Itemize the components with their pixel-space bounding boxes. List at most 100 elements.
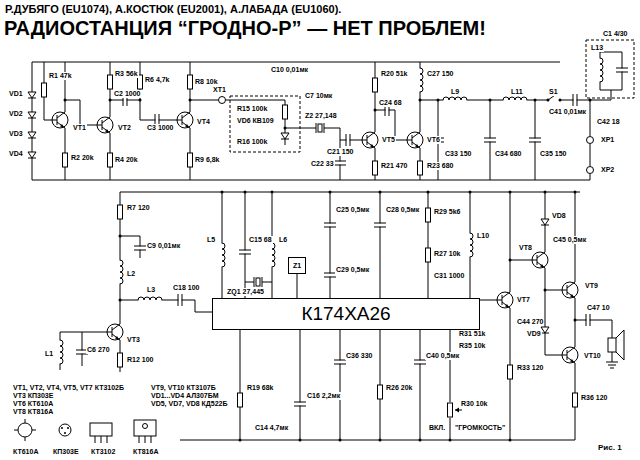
transistor-lead [567, 357, 575, 363]
wire [545, 340, 558, 355]
crystal-symbol [254, 277, 262, 287]
part-label: КТ816А [132, 448, 159, 456]
wire [120, 236, 140, 258]
wire [575, 320, 612, 338]
capacitor-symbol [586, 314, 590, 326]
emitter-arrow [540, 264, 544, 268]
resistor-symbol [42, 83, 47, 97]
wiper-arrow [455, 408, 459, 413]
part-label: VD1...VD4 АЛ307БМ [150, 392, 220, 400]
transistor-lead [103, 332, 112, 333]
capacitor-plate [616, 68, 628, 69]
part-label: C40 0,5мк [425, 352, 460, 360]
wire [120, 192, 580, 193]
capacitor-plate [350, 134, 351, 146]
junction-dot [379, 191, 382, 194]
capacitor-gap [338, 162, 342, 165]
capacitor-symbol [374, 223, 386, 227]
capacitor-symbol [178, 294, 182, 306]
diode-body [28, 92, 36, 98]
part-label: C15 68 [248, 236, 273, 244]
junction-dot [509, 191, 512, 194]
inductor-turns [222, 243, 225, 267]
capacitor-gap [179, 298, 182, 302]
part-label: R33 120 [516, 364, 544, 372]
part-label: C6 270 [86, 346, 111, 354]
junction-dot [589, 99, 592, 102]
part-label: L5 [206, 236, 216, 244]
diode-bar [28, 98, 36, 99]
part-label: КТ610А [12, 448, 39, 456]
wiring [32, 52, 622, 440]
pinout-lead [32, 430, 36, 431]
transistor-lead [182, 122, 190, 128]
transistor-lead [358, 140, 367, 141]
part-label: C2 1000 [113, 90, 141, 98]
junction-dot [427, 191, 430, 194]
transistor-lead [112, 324, 120, 330]
ic-chip: К174ХА26 [212, 298, 480, 330]
junction-dot [544, 191, 547, 194]
part-label: VT3 КП303Е [12, 392, 54, 400]
transistor-lead [375, 148, 376, 154]
part-label: C10 0,01мк [270, 66, 309, 74]
resistor-symbol [283, 105, 288, 119]
part-label: R29 5k6 [433, 208, 461, 216]
inductor-turns [503, 97, 527, 100]
capacitor-symbol [414, 360, 426, 364]
capacitor-plate [324, 277, 336, 278]
wire [450, 418, 451, 440]
capacitor-symbol [294, 402, 306, 406]
diode-symbol [541, 219, 549, 225]
part-label: VD1 [8, 90, 24, 98]
wire [245, 282, 254, 283]
part-label: R26 20k [385, 384, 413, 392]
diode-bar [28, 158, 36, 159]
transistor-symbol [558, 276, 578, 304]
transistor-symbol [93, 111, 113, 139]
capacitor-symbol [134, 246, 146, 250]
resistor-symbol [188, 75, 193, 89]
capacitor-gap [138, 247, 142, 250]
transistor-symbol [173, 106, 193, 134]
part-label: L13 [590, 44, 604, 52]
part-label: C33 150 [444, 150, 472, 158]
capacitor-gap [328, 274, 332, 277]
inductor-turns [60, 340, 63, 364]
inductor-symbol [469, 233, 474, 257]
transistor-lead [420, 126, 421, 132]
page-title: РАДИОСТАНЦИЯ “ГРОДНО-Р” — НЕТ ПРОБЛЕМ! [4, 17, 486, 39]
part-label: R31 51k [458, 330, 486, 338]
part-label: C34 680 [494, 150, 522, 158]
emitter-arrow [570, 294, 574, 298]
wire [375, 62, 376, 126]
junction-dot [271, 191, 274, 194]
capacitor-plate [334, 364, 346, 365]
part-label: VT1 [72, 124, 87, 132]
capacitor-plate [586, 314, 587, 326]
junction-dot [544, 289, 547, 292]
node-text: К174ХА26 [301, 304, 390, 325]
transistor-lead [537, 262, 545, 268]
connector [297, 274, 298, 298]
diode-bar [28, 138, 36, 139]
capacitor-plate [484, 138, 496, 139]
capacitor-plate [529, 142, 541, 143]
wire [420, 100, 548, 101]
part-label: VT6 [426, 136, 441, 144]
pinout-symbol [18, 423, 32, 437]
wire [190, 100, 219, 101]
transistor-lead [558, 355, 567, 356]
capacitor-gap [574, 98, 577, 102]
part-label: VT9 [584, 282, 599, 290]
wire [510, 192, 511, 286]
transistor-lead [65, 128, 66, 134]
transistor-lead [412, 142, 420, 148]
resistor-symbol [118, 205, 123, 219]
diode-bar [28, 118, 36, 119]
part-label: VD9 [526, 330, 542, 338]
pinout-symbol [59, 424, 71, 436]
transistor-lead [112, 334, 120, 340]
junction-dot [64, 99, 67, 102]
